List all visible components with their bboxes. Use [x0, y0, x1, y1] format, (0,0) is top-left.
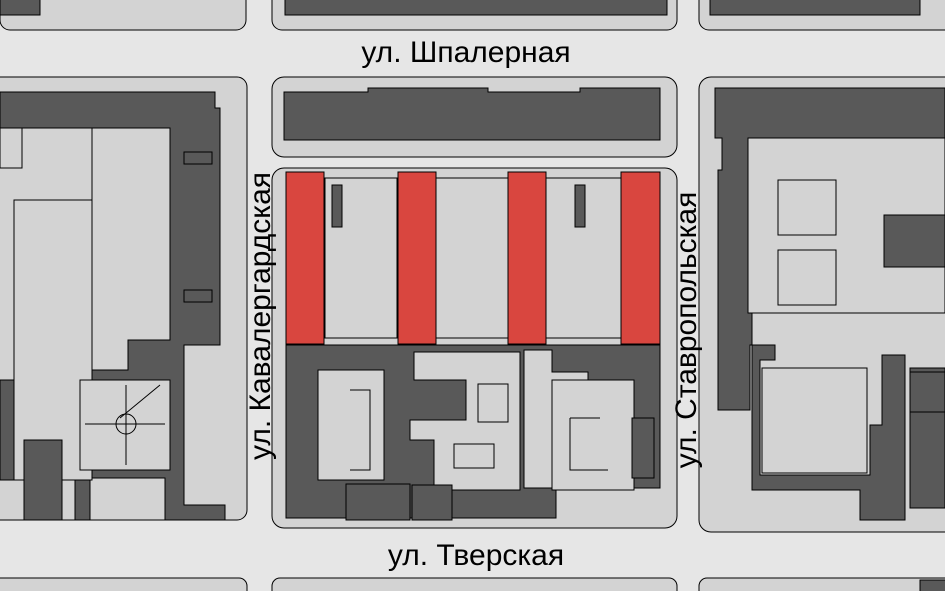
block-right — [698, 76, 945, 533]
block-center-north — [271, 76, 678, 158]
highlighted-building-1 — [285, 171, 325, 345]
block-top-right — [698, 0, 945, 31]
block-top-center — [271, 0, 678, 31]
street-label-stavropolskaya: ул. Ставропольская — [670, 192, 703, 469]
block-left — [0, 76, 248, 521]
highlighted-buildings — [285, 171, 661, 345]
highlighted-building-3 — [507, 171, 547, 345]
block-bottom — [0, 577, 945, 591]
block-center-main — [271, 167, 678, 529]
street-label-tverskaya: ул. Тверская — [388, 539, 564, 572]
block-top-left — [0, 0, 247, 31]
street-label-shpalernaya: ул. Шпалерная — [361, 36, 570, 69]
highlighted-building-4 — [620, 171, 661, 345]
street-label-kavalergardskaya: ул. Кавалергардская — [244, 172, 277, 460]
highlighted-building-2 — [397, 171, 437, 345]
